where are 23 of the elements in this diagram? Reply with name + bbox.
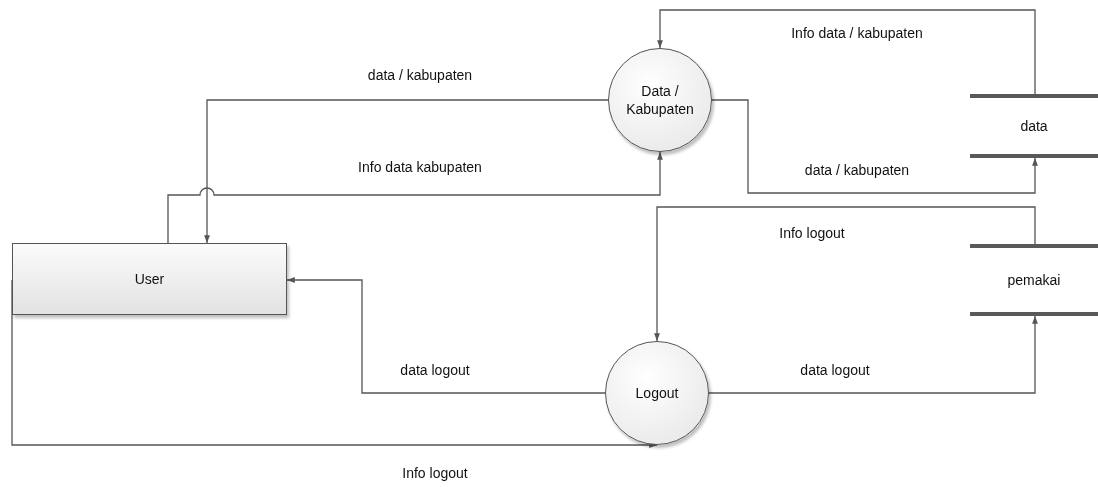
arrow [708,315,1038,394]
node-label: Logout [634,383,680,403]
arrow [711,99,1038,194]
arrow [654,206,1036,342]
edge-label: Info data / kabupaten [789,25,925,41]
arrow [204,99,609,244]
node-label: Data / Kabupaten [625,81,695,119]
edge-label: data / kabupaten [365,67,475,83]
edge-label: Info logout [400,465,470,481]
edge-label: Info logout [777,225,847,241]
arrow [657,9,1036,95]
edge-label: data logout [798,362,872,378]
node-label: User [133,269,166,289]
node-label: data [1019,116,1049,136]
arrow [286,277,606,394]
edge-label: Info data kabupaten [356,159,484,175]
data-store [970,94,1098,158]
edge-label: data / kabupaten [802,162,912,178]
data-store [970,244,1098,316]
node-label: pemakai [1006,270,1062,290]
edge-label: data logout [398,362,472,378]
entity-box [12,243,287,315]
arrow [167,151,663,244]
